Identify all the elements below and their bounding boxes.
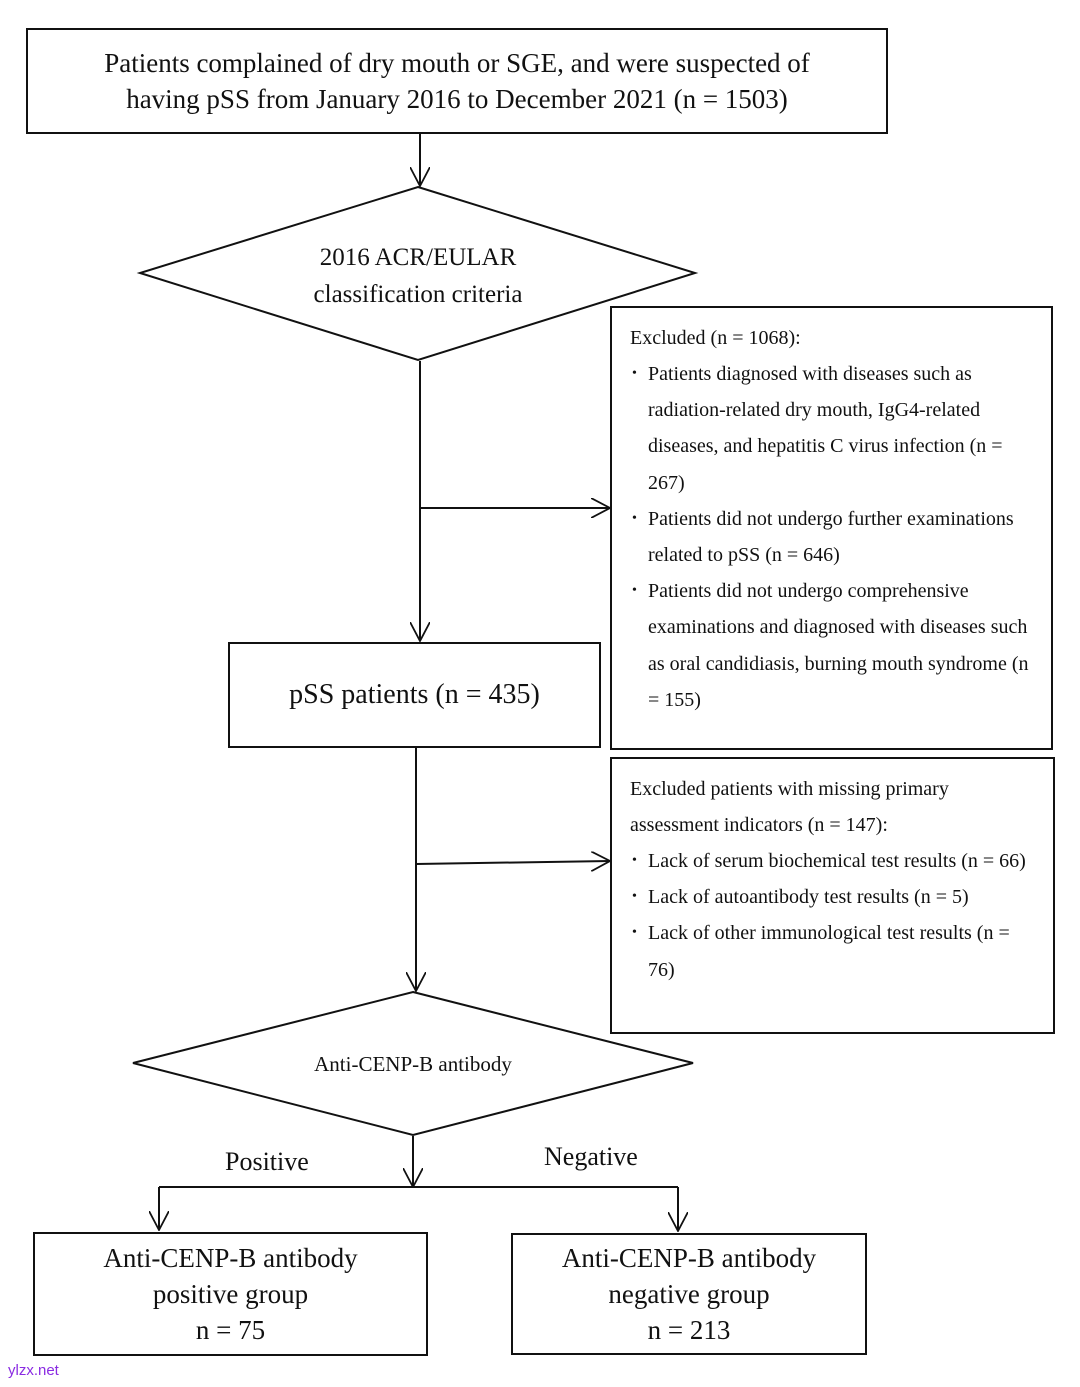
positive-group-line-2: positive group xyxy=(152,1279,309,1309)
pss-patients-box: pSS patients (n = 435) xyxy=(228,642,601,748)
exclusion-2-list: Lack of serum biochemical test results (… xyxy=(630,843,1039,988)
negative-group-line-2: negative group xyxy=(608,1279,770,1309)
criteria-line-1: 2016 ACR/EULAR xyxy=(319,244,517,271)
positive-branch-label: Positive xyxy=(225,1147,309,1176)
antibody-decision-label: Anti-CENP-B antibody xyxy=(253,1046,573,1082)
positive-group-line-1: Anti-CENP-B antibody xyxy=(103,1243,358,1273)
positive-group-line-3: n = 75 xyxy=(195,1315,266,1345)
exclusion-2-item-1: Lack of serum biochemical test results (… xyxy=(630,843,1039,879)
criteria-decision-diamond xyxy=(136,185,699,362)
exclusion-1-item-1: Patients diagnosed with diseases such as… xyxy=(630,356,1037,501)
negative-group-line-1: Anti-CENP-B antibody xyxy=(561,1243,817,1273)
antibody-decision-text: Anti-CENP-B antibody xyxy=(314,1051,512,1076)
exclusion-1-title: Excluded (n = 1068): xyxy=(630,327,801,349)
exclusion-1-list: Patients diagnosed with diseases such as… xyxy=(630,356,1037,718)
exclusion-box-2: Excluded patients with missing primary a… xyxy=(610,757,1055,1034)
watermark-text: ylzx.net xyxy=(8,1362,59,1379)
start-box: Patients complained of dry mouth or SGE,… xyxy=(26,28,888,134)
negative-branch-label: Negative xyxy=(544,1142,638,1171)
exclusion-box-1: Excluded (n = 1068): Patients diagnosed … xyxy=(610,306,1053,750)
negative-group-box: Anti-CENP-B antibody negative group n = … xyxy=(511,1233,867,1355)
start-box-line-1: Patients complained of dry mouth or SGE,… xyxy=(104,48,810,78)
positive-group-box: Anti-CENP-B antibody positive group n = … xyxy=(33,1232,428,1356)
criteria-line-2: classification criteria xyxy=(313,281,523,308)
exclusion-2-item-2: Lack of autoantibody test results (n = 5… xyxy=(630,879,1039,915)
exclusion-2-item-3: Lack of other immunological test results… xyxy=(630,915,1039,987)
antibody-decision-diamond xyxy=(132,990,694,1137)
exclusion-1-item-2: Patients did not undergo further examina… xyxy=(630,501,1037,573)
exclusion-1-item-3: Patients did not undergo comprehensive e… xyxy=(630,573,1037,718)
arrow-to-exclusion-2 xyxy=(415,861,610,864)
start-box-line-2: having pSS from January 2016 to December… xyxy=(126,84,788,114)
negative-group-line-3: n = 213 xyxy=(647,1315,731,1345)
exclusion-2-title: Excluded patients with missing primary a… xyxy=(630,778,949,836)
pss-patients-label: pSS patients (n = 435) xyxy=(289,679,540,710)
criteria-decision-label: 2016 ACR/EULAR classification criteria xyxy=(218,239,618,313)
